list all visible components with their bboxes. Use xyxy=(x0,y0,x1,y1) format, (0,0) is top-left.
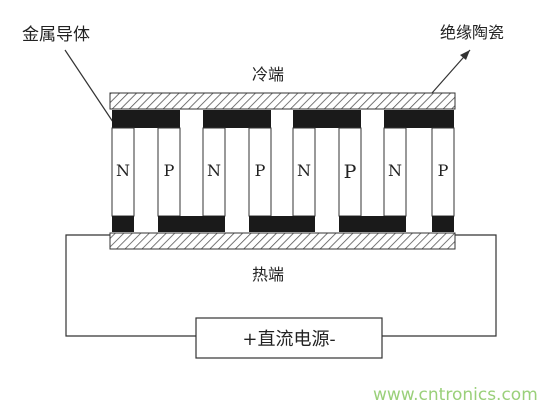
top-metal-strip xyxy=(203,110,271,128)
leg-label: N xyxy=(297,161,311,180)
ceramic-leader-arrowhead xyxy=(460,50,470,60)
cold-end-label: 冷端 xyxy=(252,65,284,84)
leg-label: P xyxy=(255,161,266,180)
watermark: www.cntronics.com xyxy=(373,385,538,405)
top-metal-strip xyxy=(384,110,454,128)
bottom-ceramic-plate xyxy=(109,232,456,250)
top-metal-conductors xyxy=(112,110,454,128)
bottom-metal-pad xyxy=(432,216,454,232)
leg-label: P xyxy=(344,161,357,183)
leg-label: N xyxy=(116,161,130,180)
insulating-ceramic-label: 绝缘陶瓷 xyxy=(440,23,504,42)
top-ceramic-plate xyxy=(109,92,456,110)
top-metal-strip xyxy=(293,110,361,128)
leg-label: N xyxy=(207,161,221,180)
leg-label: P xyxy=(438,161,449,180)
left-wire xyxy=(65,234,196,337)
leg-labels: N P N P N P N P xyxy=(116,161,449,183)
right-wire xyxy=(382,234,497,337)
bottom-metal-strip xyxy=(249,216,315,232)
hot-end-label: 热端 xyxy=(252,265,284,284)
bottom-metal-pad xyxy=(112,216,134,232)
bottom-metal-strip xyxy=(339,216,406,232)
bottom-metal-conductors xyxy=(112,216,454,232)
dc-power-source xyxy=(195,317,383,359)
leg-label: P xyxy=(164,161,175,180)
top-metal-strip xyxy=(112,110,180,128)
metal-conductor-leader xyxy=(64,49,114,123)
dc-power-source-label: +直流电源- xyxy=(242,329,335,350)
leg-label: N xyxy=(388,161,402,180)
semiconductor-legs xyxy=(111,127,455,217)
bottom-metal-strip xyxy=(158,216,225,232)
metal-conductor-label: 金属导体 xyxy=(22,25,90,45)
